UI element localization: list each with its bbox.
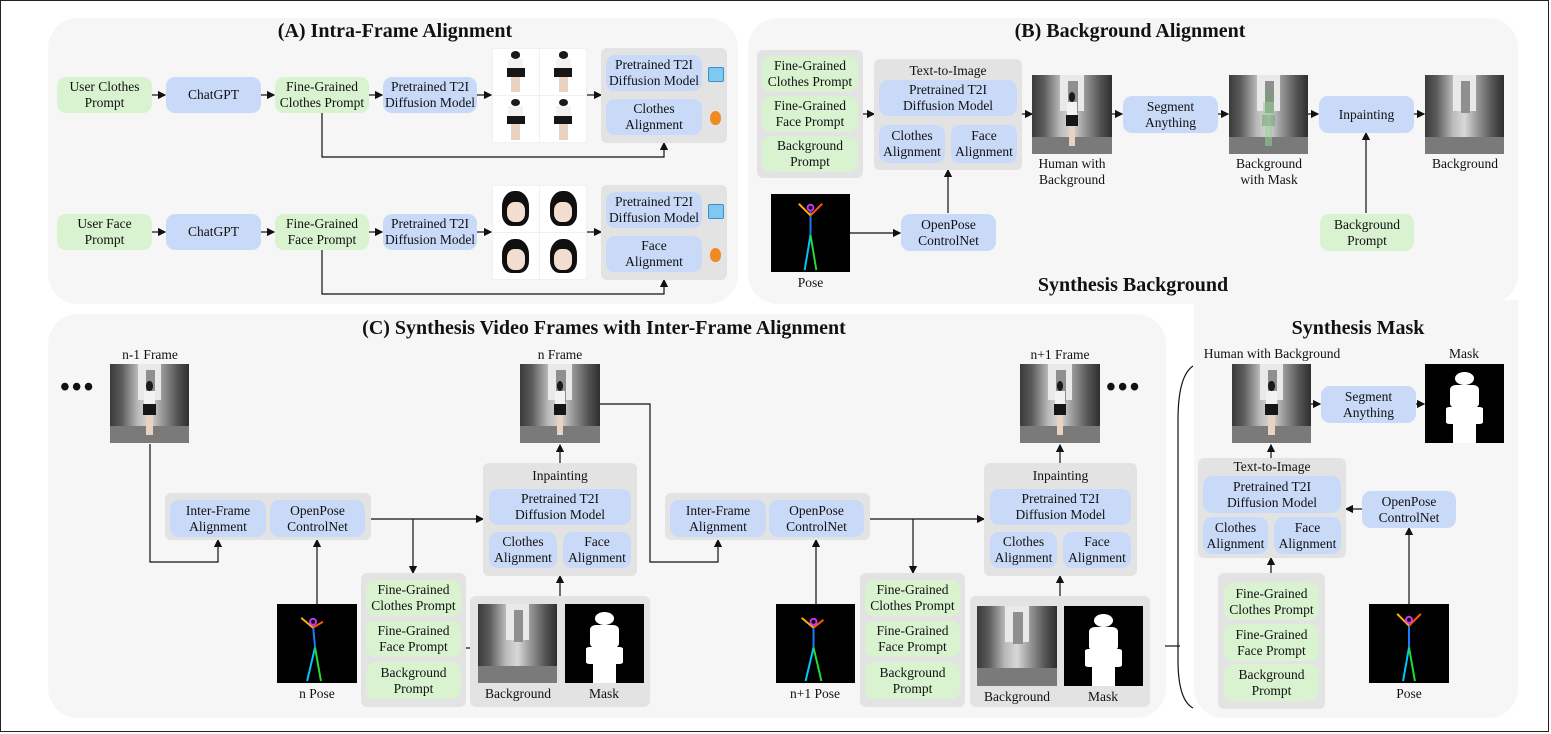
- human-with-background-image: [1232, 364, 1311, 443]
- face-alignment-node: Face Alignment: [606, 236, 702, 272]
- pretrained-t2i-model: Pretrained T2I Diffusion Model: [383, 77, 477, 113]
- mask-caption: Mask: [1449, 346, 1479, 361]
- mask-image: [565, 604, 644, 683]
- n-plus-1-frame-image: [1020, 364, 1100, 443]
- human-with-background-caption: Human with Background: [1038, 156, 1106, 187]
- fine-grained-clothes-prompt-2: Fine-Grained Clothes Prompt: [865, 580, 960, 616]
- fire-icon: [710, 248, 721, 262]
- background-caption: Background: [485, 686, 551, 701]
- background-prompt: Background Prompt: [366, 662, 461, 699]
- pose-image: [771, 194, 850, 272]
- segment-anything-node: Segment Anything: [1321, 386, 1416, 423]
- inpainting-label: Inpainting: [532, 468, 588, 483]
- t2i-label: Text-to-Image: [1233, 459, 1311, 474]
- n-minus-1-frame-image: [110, 364, 189, 443]
- t2i-label: Text-to-Image: [909, 63, 987, 78]
- background-with-mask-caption: Background with Mask: [1236, 156, 1302, 187]
- mask-caption: Mask: [589, 686, 619, 701]
- synthesis-background-title: Synthesis Background: [1037, 274, 1229, 296]
- background-caption: Background: [1432, 156, 1498, 171]
- fine-grained-face-prompt: Fine-Grained Face Prompt: [275, 214, 369, 250]
- inpainting-label-2: Inpainting: [1032, 468, 1089, 483]
- inter-frame-alignment-node: Inter-Frame Alignment: [170, 500, 266, 537]
- pretrained-t2i-model: Pretrained T2I Diffusion Model: [879, 80, 1017, 116]
- fire-icon: [710, 111, 721, 125]
- pose-caption: Pose: [1396, 686, 1422, 701]
- chatgpt-node-2: ChatGPT: [166, 214, 261, 250]
- face-alignment-node-2: Face Alignment: [1063, 532, 1131, 568]
- clothes-alignment-node: Clothes Alignment: [489, 532, 557, 568]
- chatgpt-node: ChatGPT: [166, 77, 261, 113]
- mask-image-2: [1064, 606, 1143, 686]
- n-pose-caption: n Pose: [299, 686, 335, 701]
- face-samples-image: [492, 185, 587, 280]
- pretrained-t2i-model-frozen: Pretrained T2I Diffusion Model: [606, 55, 702, 91]
- clothes-alignment-node: Clothes Alignment: [879, 125, 945, 163]
- ellipsis-right: •••: [1106, 372, 1142, 403]
- segment-anything-node: Segment Anything: [1123, 96, 1218, 133]
- n-plus-1-pose-caption: n+1 Pose: [790, 686, 840, 701]
- background-with-mask-image: [1229, 75, 1308, 154]
- inter-frame-alignment-node-2: Inter-Frame Alignment: [670, 500, 766, 537]
- synthesis-mask-title: Synthesis Mask: [1291, 317, 1425, 339]
- background-caption-2: Background: [984, 689, 1050, 704]
- background-image-2: [977, 606, 1057, 686]
- background-prompt-2: Background Prompt: [1320, 214, 1414, 251]
- human-with-background-image: [1032, 75, 1112, 154]
- n-plus-1-frame-caption: n+1 Frame: [1030, 347, 1090, 362]
- background-image: [478, 604, 557, 683]
- mask-caption-2: Mask: [1088, 689, 1118, 704]
- fine-grained-face-prompt: Fine-Grained Face Prompt: [366, 621, 461, 657]
- openpose-controlnet-node: OpenPose ControlNet: [270, 500, 365, 537]
- pretrained-t2i-model-2: Pretrained T2I Diffusion Model: [383, 214, 477, 250]
- pretrained-t2i-model: Pretrained T2I Diffusion Model: [1203, 476, 1341, 513]
- mask-image: [1425, 364, 1504, 443]
- fine-grained-face-prompt: Fine-Grained Face Prompt: [762, 96, 858, 132]
- pretrained-t2i-model-frozen-2: Pretrained T2I Diffusion Model: [606, 192, 702, 228]
- ice-cube-icon: [708, 204, 724, 219]
- n-plus-1-pose-image: [776, 604, 855, 683]
- ellipsis-left: •••: [60, 372, 96, 403]
- pose-caption: Pose: [797, 275, 824, 290]
- face-alignment-node: Face Alignment: [951, 125, 1017, 163]
- openpose-controlnet-node: OpenPose ControlNet: [901, 214, 996, 251]
- n-frame-image: [520, 364, 600, 443]
- face-alignment-node: Face Alignment: [1274, 517, 1341, 554]
- ice-cube-icon: [708, 67, 724, 82]
- inpainting-node: Inpainting: [1319, 96, 1414, 133]
- fine-grained-clothes-prompt: Fine-Grained Clothes Prompt: [366, 580, 461, 616]
- openpose-controlnet-node-2: OpenPose ControlNet: [769, 500, 864, 537]
- openpose-controlnet-node: OpenPose ControlNet: [1362, 491, 1456, 528]
- n-pose-image: [277, 604, 357, 683]
- background-prompt-2: Background Prompt: [865, 662, 960, 699]
- clothes-samples-image: [492, 48, 587, 143]
- fine-grained-clothes-prompt: Fine-Grained Clothes Prompt: [762, 56, 858, 92]
- n-minus-1-frame-caption: n-1 Frame: [122, 347, 178, 362]
- pretrained-t2i-model-2: Pretrained T2I Diffusion Model: [990, 489, 1131, 525]
- pretrained-t2i-model: Pretrained T2I Diffusion Model: [489, 489, 631, 525]
- pose-image: [1369, 604, 1449, 683]
- n-frame-caption: n Frame: [537, 347, 583, 362]
- fine-grained-clothes-prompt: Fine-Grained Clothes Prompt: [1224, 583, 1319, 620]
- clothes-alignment-node: Clothes Alignment: [606, 99, 702, 135]
- clothes-alignment-node: Clothes Alignment: [1203, 517, 1268, 554]
- fine-grained-face-prompt: Fine-Grained Face Prompt: [1224, 624, 1319, 661]
- panel-b-title: (B) Background Alignment: [1014, 20, 1246, 42]
- user-face-prompt: User Face Prompt: [57, 214, 152, 250]
- background-prompt: Background Prompt: [762, 136, 858, 172]
- panel-a-title: (A) Intra-Frame Alignment: [277, 20, 513, 42]
- face-alignment-node: Face Alignment: [563, 532, 631, 568]
- panel-c-title: (C) Synthesis Video Frames with Inter-Fr…: [362, 317, 846, 339]
- user-clothes-prompt: User Clothes Prompt: [57, 77, 152, 113]
- background-image: [1425, 75, 1504, 154]
- fine-grained-clothes-prompt: Fine-Grained Clothes Prompt: [275, 77, 369, 113]
- human-with-background-caption: Human with Background: [1203, 346, 1341, 361]
- fine-grained-face-prompt-2: Fine-Grained Face Prompt: [865, 621, 960, 657]
- background-prompt: Background Prompt: [1224, 664, 1319, 701]
- clothes-alignment-node-2: Clothes Alignment: [990, 532, 1057, 568]
